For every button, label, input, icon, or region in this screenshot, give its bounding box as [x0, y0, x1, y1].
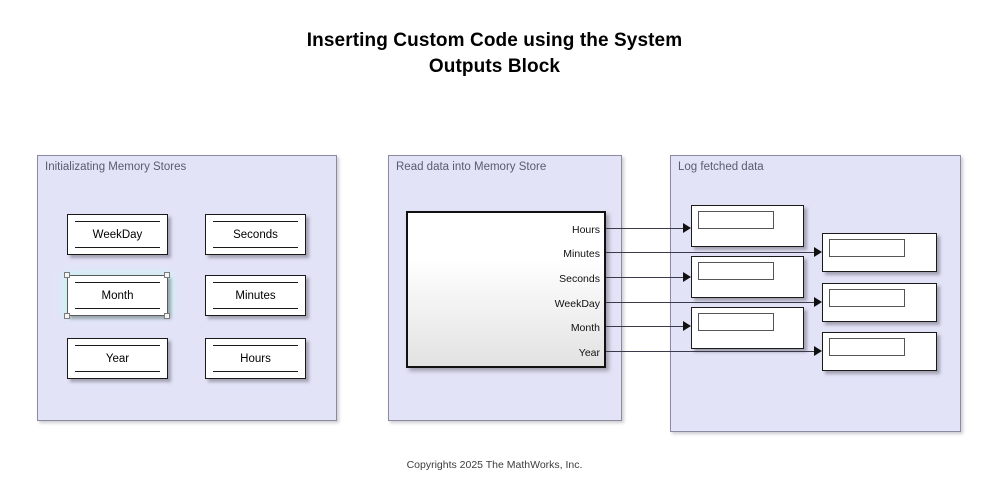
data-store-memory-label: WeekDay [92, 228, 143, 241]
output-port-label-year: Year [578, 347, 600, 359]
selection-handle-top-right[interactable] [164, 272, 170, 278]
signal-line-year [606, 351, 815, 352]
dsm-top-bar [213, 282, 298, 283]
dsm-bottom-bar [75, 247, 160, 248]
dsm-top-bar [75, 282, 160, 283]
log-block-seconds[interactable] [691, 256, 804, 298]
signal-line-weekday [606, 302, 815, 303]
dsm-top-bar [75, 345, 160, 346]
output-port-label-weekday: WeekDay [554, 298, 600, 310]
dsm-top-bar [213, 345, 298, 346]
data-store-memory-weekday[interactable]: WeekDay [67, 214, 168, 255]
signal-line-seconds [606, 277, 684, 278]
data-store-memory-label: Year [105, 352, 130, 365]
log-block-display-field [698, 313, 774, 331]
signal-arrow-seconds [683, 272, 691, 282]
selection-handle-bottom-right[interactable] [164, 313, 170, 319]
output-port-label-hours: Hours [571, 224, 600, 236]
output-port-label-minutes: Minutes [563, 248, 600, 260]
signal-arrow-year [814, 346, 822, 356]
dsm-bottom-bar [213, 247, 298, 248]
page-title: Inserting Custom Code using the System O… [0, 28, 989, 80]
log-block-display-field [829, 289, 905, 307]
data-store-memory-minutes[interactable]: Minutes [205, 275, 306, 316]
signal-arrow-month [683, 321, 691, 331]
log-block-weekday[interactable] [822, 283, 937, 322]
signal-arrow-minutes [814, 247, 822, 257]
dsm-bottom-bar [75, 308, 160, 309]
system-outputs-block[interactable]: Hours Minutes Seconds WeekDay Month Year [406, 211, 606, 368]
log-block-minutes[interactable] [822, 233, 937, 272]
signal-line-hours [606, 228, 684, 229]
selection-handle-bottom-left[interactable] [64, 313, 70, 319]
data-store-memory-label: Seconds [233, 228, 278, 241]
page-title-line-2: Outputs Block [428, 56, 561, 77]
dsm-top-bar [213, 221, 298, 222]
dsm-bottom-bar [213, 371, 298, 372]
data-store-memory-label: Hours [240, 352, 271, 365]
dsm-top-bar [75, 221, 160, 222]
log-block-display-field [698, 211, 774, 229]
copyright-footer: Copyrights 2025 The MathWorks, Inc. [406, 459, 583, 471]
signal-arrow-hours [683, 223, 691, 233]
data-store-memory-label: Minutes [235, 289, 276, 302]
panel-title-log-fetched-data: Log fetched data [678, 161, 764, 173]
log-block-display-field [698, 262, 774, 280]
log-block-display-field [829, 338, 905, 356]
signal-line-minutes [606, 252, 815, 253]
log-block-hours[interactable] [691, 205, 804, 247]
dsm-bottom-bar [213, 308, 298, 309]
log-block-year[interactable] [822, 332, 937, 371]
log-block-month[interactable] [691, 307, 804, 349]
data-store-memory-year[interactable]: Year [67, 338, 168, 379]
dsm-bottom-bar [75, 371, 160, 372]
data-store-memory-hours[interactable]: Hours [205, 338, 306, 379]
output-port-label-month: Month [570, 322, 600, 334]
panel-title-initializing-memory-stores: Initializating Memory Stores [45, 161, 187, 173]
signal-line-month [606, 326, 684, 327]
data-store-memory-month[interactable]: Month [67, 275, 168, 316]
selection-handle-top-left[interactable] [64, 272, 70, 278]
output-port-label-seconds: Seconds [559, 273, 600, 285]
panel-title-read-data-into-memory-store: Read data into Memory Store [396, 161, 547, 173]
data-store-memory-seconds[interactable]: Seconds [205, 214, 306, 255]
log-block-display-field [829, 239, 905, 257]
signal-arrow-weekday [814, 297, 822, 307]
data-store-memory-label: Month [101, 289, 134, 302]
page-title-line-1: Inserting Custom Code using the System [306, 30, 683, 51]
